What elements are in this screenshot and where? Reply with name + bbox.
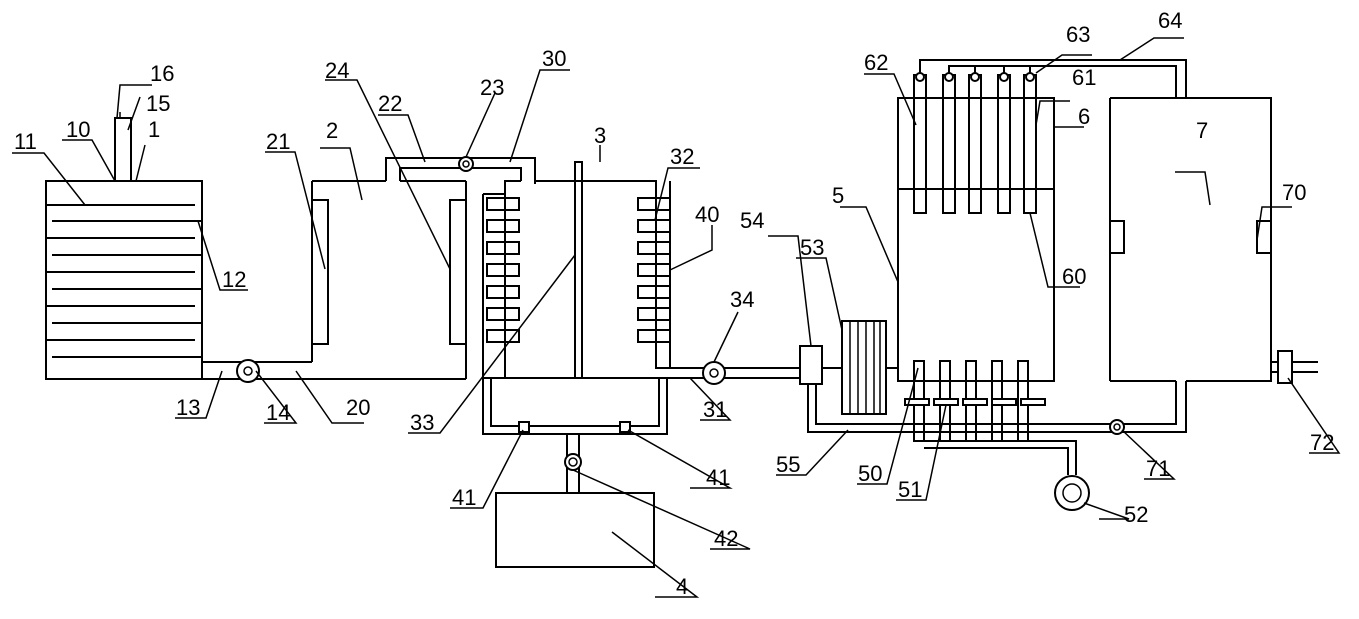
label-54: 54 [740,208,764,233]
label-4: 4 [676,574,688,599]
tank-7 [1109,97,1318,382]
label-32: 32 [670,144,694,169]
label-33: 33 [410,410,434,435]
label-70: 70 [1282,180,1306,205]
pump-52 [1054,475,1090,511]
label-7: 7 [1196,118,1208,143]
label-15: 15 [146,91,170,116]
electrodes-61 [913,74,1037,214]
tank-1-vent-pipe [114,117,132,182]
label-62: 62 [864,50,888,75]
device-72 [1277,350,1293,384]
label-24: 24 [325,58,349,83]
tank-3-right-coil [637,181,671,368]
tank-1-plates [46,204,202,358]
bottom-tubes-51 [904,360,1046,442]
label-52: 52 [1124,502,1148,527]
label-1: 1 [148,117,160,142]
tank-5-6 [897,97,1055,382]
label-12: 12 [222,267,246,292]
label-40: 40 [695,202,719,227]
label-14: 14 [266,400,290,425]
valve-34 [702,361,726,385]
gas-manifold-64 [919,59,1187,98]
tank-3-left-coil [486,197,520,343]
label-3: 3 [594,123,606,148]
label-41a: 41 [452,485,476,510]
label-53: 53 [800,235,824,260]
tank-4 [495,492,655,568]
label-61: 61 [1072,65,1096,90]
tank-3 [482,161,697,379]
label-42: 42 [714,526,738,551]
pump-52-line [914,440,1077,475]
filter-53 [822,320,898,415]
valve-42 [564,453,582,471]
label-72: 72 [1310,430,1334,455]
label-60: 60 [1062,264,1086,289]
label-64: 64 [1158,8,1182,33]
label-63: 63 [1066,22,1090,47]
label-30: 30 [542,46,566,71]
tank-1 [45,180,312,380]
label-50: 50 [858,461,882,486]
label-71: 71 [1146,456,1170,481]
valves-63 [915,72,1035,82]
label-51: 51 [898,477,922,502]
tank-2 [202,162,467,380]
label-55: 55 [776,452,800,477]
label-31: 31 [703,397,727,422]
label-41b: 41 [706,465,730,490]
label-21: 21 [266,129,290,154]
label-13: 13 [176,395,200,420]
valve-71 [1109,419,1125,435]
label-5: 5 [832,183,844,208]
label-22: 22 [378,91,402,116]
label-11: 11 [14,129,37,154]
feed-lines-41 [482,378,668,493]
pipe-55 [807,381,1187,433]
label-20: 20 [346,395,370,420]
label-2: 2 [326,118,338,143]
label-6: 6 [1078,104,1090,129]
label-34: 34 [730,287,754,312]
valve-14 [236,359,260,383]
label-16: 16 [150,61,174,86]
label-23: 23 [480,75,504,100]
label-10: 10 [66,117,90,142]
part-labels: 1 10 11 12 13 14 15 16 2 20 21 22 23 24 … [14,8,1334,599]
leader-lines [12,37,1341,598]
device-54 [799,345,823,385]
valve-23 [458,156,474,172]
